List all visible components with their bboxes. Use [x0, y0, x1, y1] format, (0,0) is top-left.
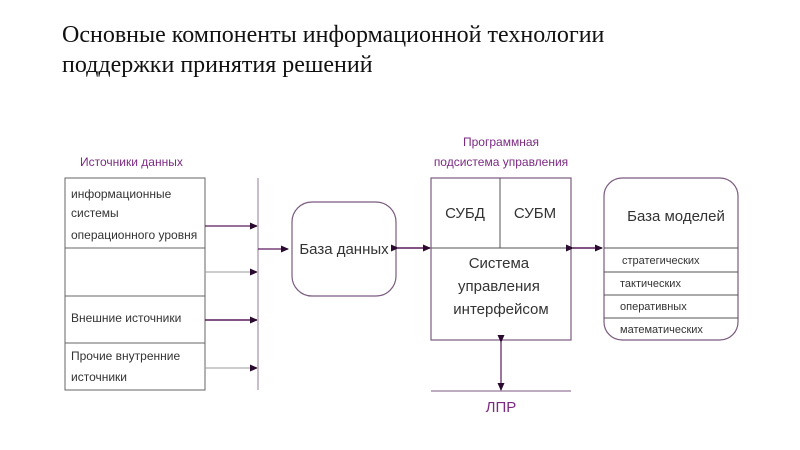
ui-management-label: Система управления интерфейсом	[453, 255, 548, 318]
database-label: База данных	[299, 241, 389, 258]
dbms-label: СУБД	[445, 205, 485, 222]
sources-heading: Источники данных	[80, 155, 183, 169]
source-external: Внешние источники	[71, 311, 181, 325]
model-item-operational: оперативных	[620, 301, 687, 313]
software-subsystem-box	[430, 177, 572, 341]
source-other-internal: Прочие внутренние источники	[71, 349, 184, 384]
model-base-box	[603, 177, 739, 341]
software-heading-line-1: Программная	[463, 135, 539, 149]
model-base-label: База моделей	[627, 208, 725, 225]
source-operational-systems: информационные системы операционного уро…	[71, 187, 197, 242]
slide-title: Основные компоненты информационной техно…	[62, 20, 604, 80]
title-line-1: Основные компоненты информационной техно…	[62, 22, 605, 48]
sources-box	[64, 177, 206, 391]
model-item-mathematical: математических	[620, 324, 703, 336]
software-heading-line-2: подсистема управления	[434, 155, 568, 169]
title-line-2: поддержки принятия решений	[62, 52, 373, 78]
model-item-strategic: стратегических	[622, 255, 700, 267]
decision-maker-label: ЛПР	[486, 399, 517, 416]
model-item-tactical: тактических	[620, 278, 681, 290]
mbms-label: СУБМ	[514, 205, 556, 222]
